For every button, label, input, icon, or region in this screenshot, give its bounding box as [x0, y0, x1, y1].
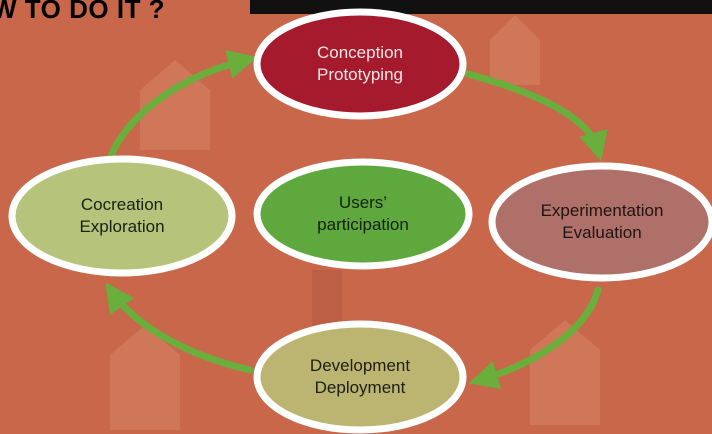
node-label-line: Exploration — [79, 217, 165, 236]
node-label-line: Development — [309, 356, 411, 375]
node-label-line: Experimentation — [540, 201, 664, 220]
page-heading: W TO DO IT ? — [0, 0, 166, 24]
node-label-line: participation — [317, 215, 409, 234]
arrow-experimentation-to-development — [468, 286, 602, 390]
node-cocreation — [8, 155, 236, 277]
house-shape — [110, 325, 180, 430]
node-label-line: Users’ — [338, 193, 388, 212]
node-users — [253, 158, 473, 270]
node-label-line: Prototyping — [316, 65, 403, 84]
node-conception — [253, 8, 467, 120]
node-label-line: Conception — [316, 43, 404, 62]
house-shape — [490, 15, 540, 85]
node-label-line: Deployment — [314, 378, 406, 397]
node-development — [253, 320, 467, 434]
node-experimentation — [488, 162, 712, 282]
node-label-users: Users’ participation — [317, 192, 409, 236]
arrow-cocreation-to-conception — [106, 49, 258, 162]
node-label-line: Evaluation — [562, 223, 642, 242]
arrow-conception-to-experimentation — [464, 70, 608, 162]
arrow-development-to-cocreation — [105, 282, 254, 374]
node-label-line: Cocreation — [80, 195, 164, 214]
